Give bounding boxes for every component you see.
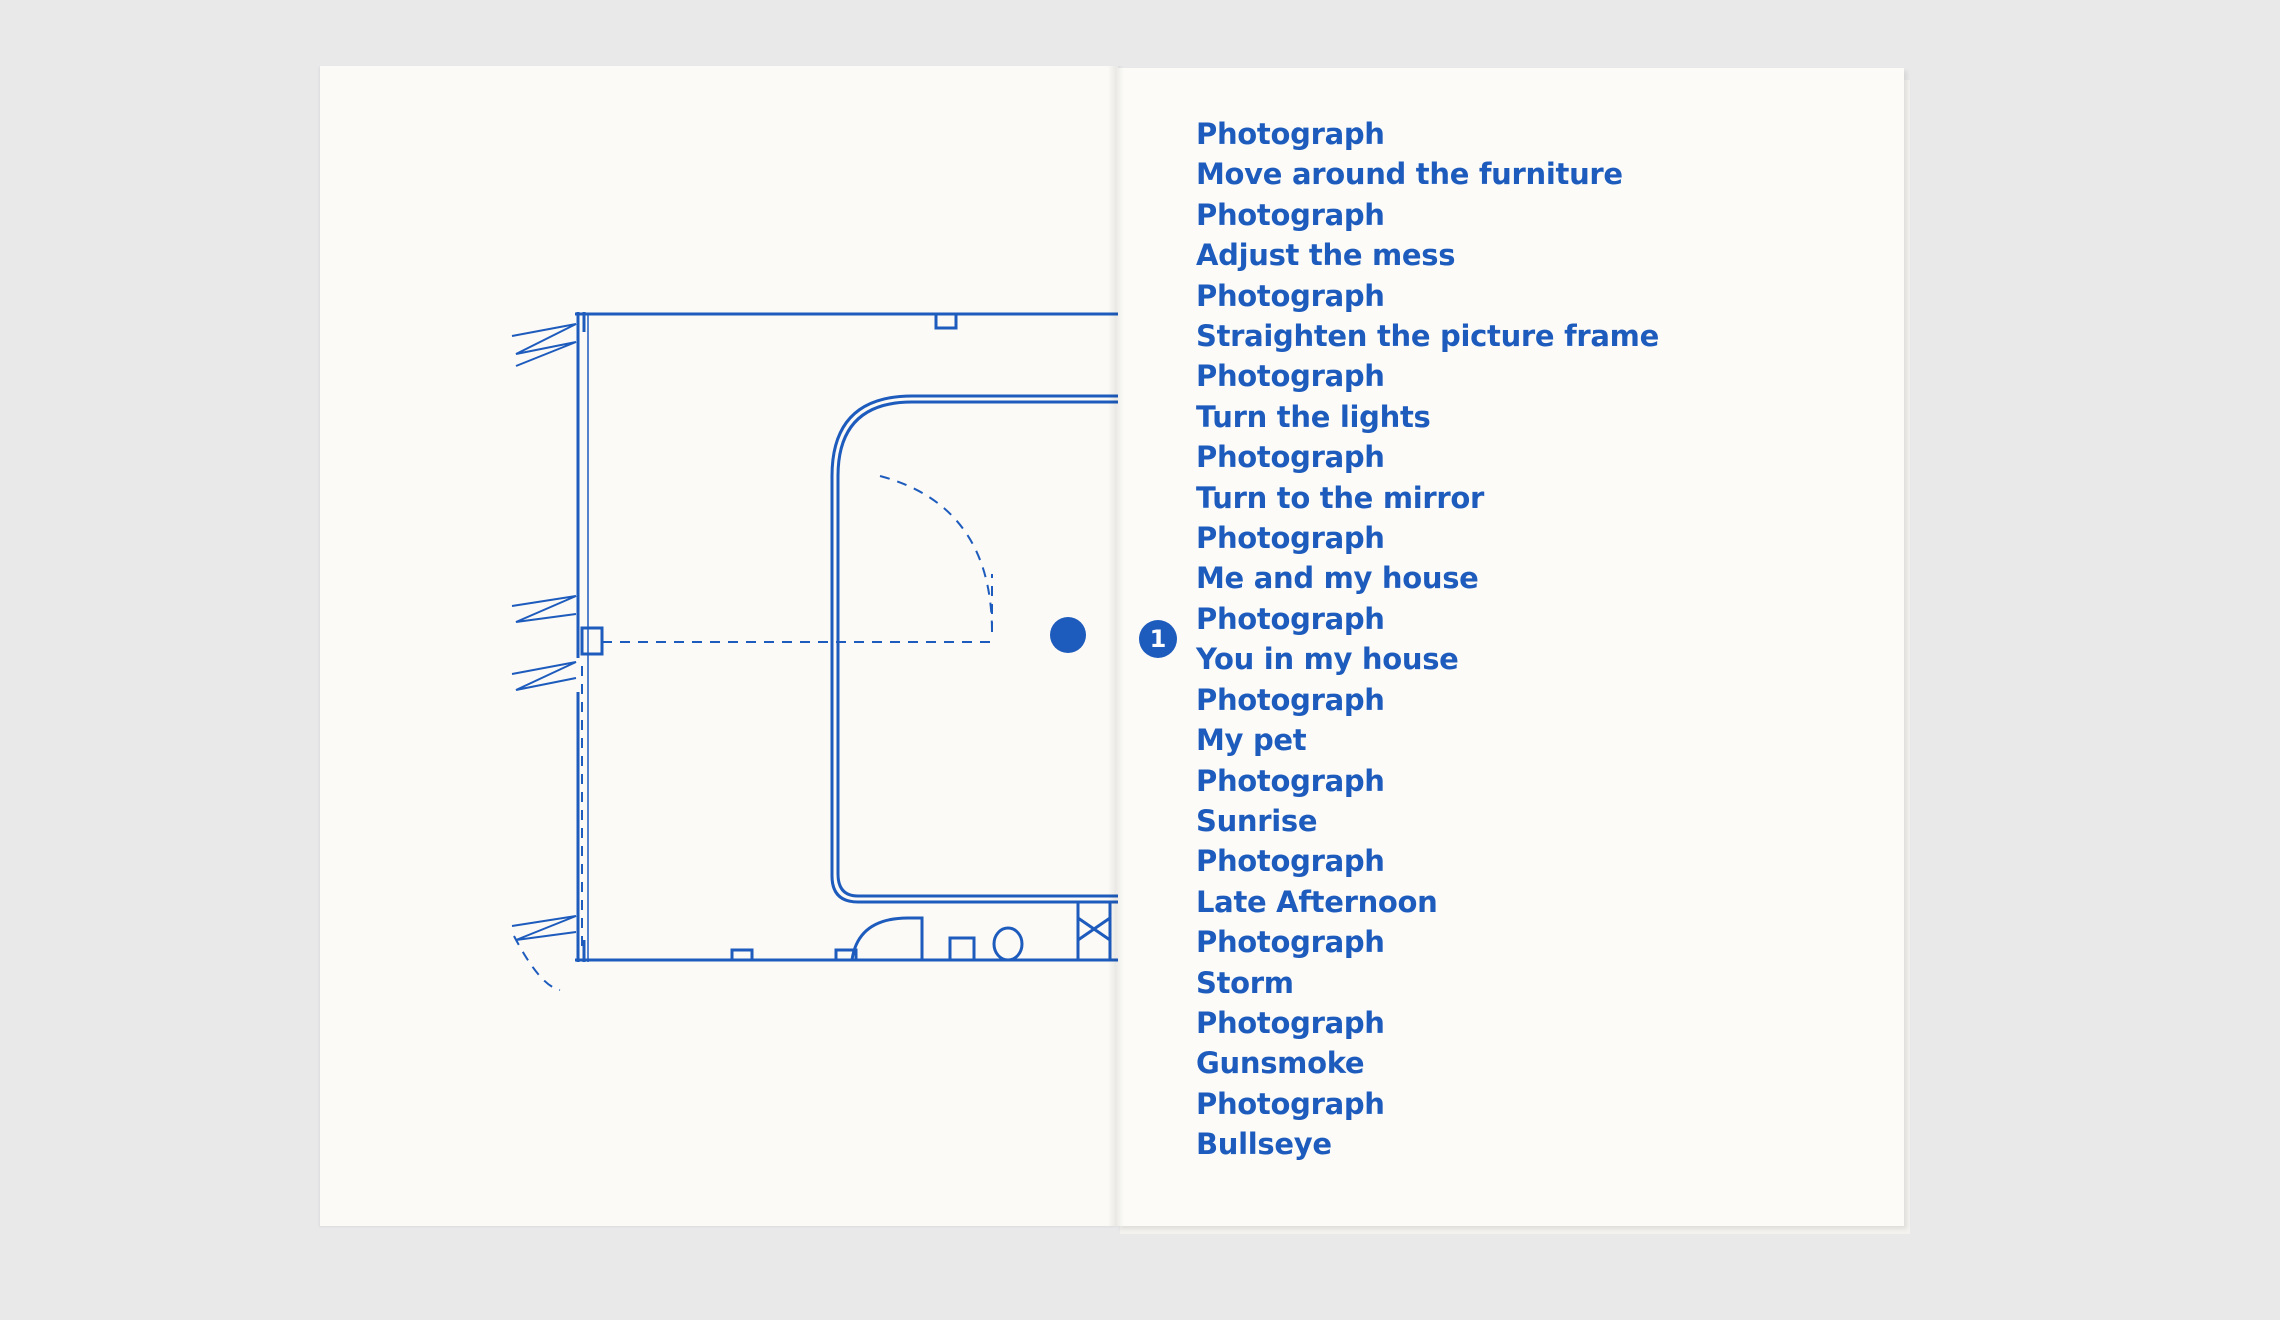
right-page (1116, 68, 1904, 1226)
plan-door-swing (879, 475, 993, 633)
floor-plan (511, 312, 1118, 991)
shot-list-item: My pet (1196, 723, 1307, 758)
shot-list-item: Sunrise (1196, 803, 1318, 838)
shot-list-item: Me and my house (1196, 561, 1479, 596)
marker-number: 1 (1139, 620, 1177, 658)
shot-list-item: Photograph (1196, 601, 1385, 636)
shot-list-item: Photograph (1196, 844, 1385, 879)
shot-list-item: Bullseye (1196, 1127, 1332, 1162)
shot-list-item: Photograph (1196, 521, 1385, 556)
position-dot (1050, 617, 1086, 653)
shot-list-item: You in my house (1196, 642, 1459, 677)
shot-list-item: Late Afternoon (1196, 884, 1438, 919)
shot-list-item: Photograph (1196, 1086, 1385, 1121)
shot-list-item: Adjust the mess (1196, 238, 1456, 273)
shot-list-item: Photograph (1196, 1005, 1385, 1040)
shot-list-item: Photograph (1196, 763, 1385, 798)
shot-list-item: Photograph (1196, 117, 1385, 151)
shot-list-item: Photograph (1196, 440, 1385, 475)
shot-list-item: Turn the lights (1196, 399, 1431, 434)
shot-list-item: Straighten the picture frame (1196, 319, 1659, 354)
shot-list-item: Turn to the mirror (1196, 480, 1485, 515)
shot-list-item: Photograph (1196, 197, 1385, 232)
shot-list-item: Move around the furniture (1196, 157, 1623, 192)
shot-list-item: Storm (1196, 965, 1294, 1000)
left-page (320, 66, 1118, 1226)
shot-list-item: Photograph (1196, 925, 1385, 960)
plan-inner-room (830, 394, 1118, 904)
shot-list-item: Photograph (1196, 359, 1385, 394)
shot-list-item: Photograph (1196, 682, 1385, 717)
shot-list-item: Gunsmoke (1196, 1046, 1365, 1081)
shot-list-item: Photograph (1196, 278, 1385, 313)
